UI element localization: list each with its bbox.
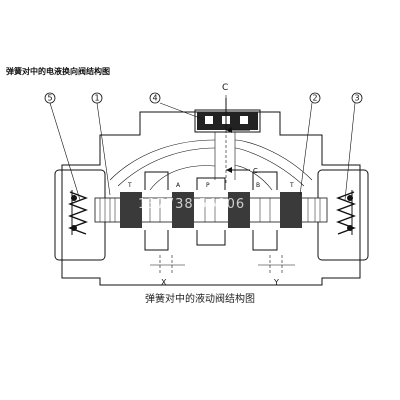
watermark-text: 137738 56806 (138, 197, 245, 212)
port-label-a: A (176, 182, 181, 189)
port-label-t-left: T (127, 182, 132, 189)
port-label-p: P (206, 182, 210, 189)
callout-1-label: 1 (94, 94, 99, 103)
figure-caption: 弹簧对中的液动阀结构图 (145, 294, 255, 305)
spool (94, 192, 328, 228)
callout-1: 1 (91, 92, 103, 104)
pilot-ports (150, 255, 295, 275)
pilot-head (194, 109, 261, 133)
port-label-y: Y (273, 278, 279, 287)
callout-2: 2 (309, 92, 321, 104)
callout-leaders (49, 102, 356, 201)
internal-channels (109, 132, 313, 191)
callout-2-label: 2 (312, 94, 317, 103)
callout-4: 4 (149, 92, 161, 104)
left-spring (68, 190, 88, 235)
callout-5-label: 5 (47, 94, 52, 103)
port-label-x: X (161, 278, 167, 287)
section-c (225, 95, 250, 185)
callout-3: 3 (351, 92, 363, 104)
port-label-b: B (256, 182, 260, 189)
callout-5: 5 (44, 92, 56, 104)
right-spring (336, 190, 356, 235)
port-label-t-right: T (289, 182, 294, 189)
callout-3-label: 3 (354, 94, 359, 103)
page-title: 弹簧对中的电液换向阀结构图 (6, 67, 110, 76)
callout-4-label: 4 (152, 94, 157, 103)
port-label-c-top: C (222, 83, 228, 93)
port-label-c-mid: C (253, 167, 258, 175)
port-chambers (144, 171, 278, 251)
